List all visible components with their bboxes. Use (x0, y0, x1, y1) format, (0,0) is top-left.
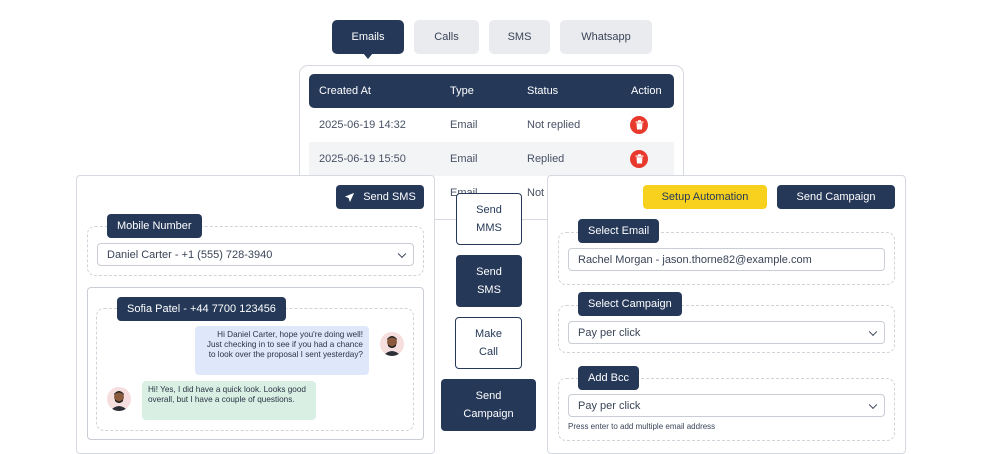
add-bcc-group (558, 378, 895, 441)
select-email-input[interactable]: Rachel Morgan - jason.thorne82@example.c… (568, 248, 885, 271)
table-row: 2025-06-19 14:32 Email Not replied (309, 108, 674, 142)
header-created-at: Created At (319, 85, 371, 97)
tab-calls[interactable]: Calls (414, 20, 479, 54)
select-email-value: Rachel Morgan - jason.thorne82@example.c… (578, 253, 812, 266)
send-sms-button[interactable]: Send SMS (336, 185, 424, 209)
cell-status: Not replied (527, 119, 581, 131)
send-mms-label-2: MMS (476, 222, 502, 234)
select-campaign-group (558, 305, 895, 353)
select-email-label: Select Email (578, 219, 660, 243)
add-bcc-select[interactable]: Pay per click (568, 394, 885, 417)
cell-type: Email (450, 119, 478, 131)
trash-icon[interactable] (630, 116, 648, 134)
bcc-hint: Press enter to add multiple email addres… (568, 422, 716, 431)
table-row: 2025-06-19 15:50 Email Replied (309, 142, 674, 176)
send-sms-label: Send SMS (363, 191, 416, 203)
mobile-number-value: Daniel Carter - +1 (555) 728-3940 (107, 248, 273, 261)
table-header: Created At Type Status Action (309, 74, 674, 108)
message-bubble-outgoing: Hi Daniel Carter, hope you're doing well… (195, 326, 369, 375)
cell-created-at: 2025-06-19 14:32 (319, 119, 406, 131)
select-campaign-value: Pay per click (578, 326, 641, 339)
mobile-number-label: Mobile Number (107, 214, 202, 238)
send-sms-label-1: Send (476, 266, 502, 278)
active-tab-caret (363, 53, 373, 59)
setup-automation-button[interactable]: Setup Automation (643, 185, 767, 209)
chevron-down-icon (397, 249, 407, 258)
add-bcc-label: Add Bcc (578, 366, 639, 390)
cell-type: Email (450, 153, 478, 165)
send-sms-label-2: SMS (477, 284, 501, 296)
tab-emails[interactable]: Emails (332, 20, 404, 54)
chat-contact-label: Sofia Patel - +44 7700 123456 (117, 297, 286, 321)
make-call-label-2: Call (479, 346, 498, 358)
header-status: Status (527, 85, 559, 97)
message-bubble-incoming: Hi! Yes, I did have a quick look. Looks … (142, 381, 316, 420)
send-campaign-button[interactable]: Send Campaign (777, 185, 895, 209)
avatar (380, 332, 404, 356)
make-call-label-1: Make (475, 328, 502, 340)
send-campaign-label-1: Send (475, 390, 502, 402)
select-campaign-label: Select Campaign (578, 292, 682, 316)
chevron-down-icon (868, 400, 878, 409)
send-campaign-label-2: Campaign (463, 408, 514, 420)
cell-status: Replied (527, 153, 565, 165)
cell-created-at: 2025-06-19 15:50 (319, 153, 406, 165)
mobile-number-select[interactable]: Daniel Carter - +1 (555) 728-3940 (97, 243, 414, 266)
header-action: Action (631, 85, 662, 97)
mobile-number-group (87, 226, 424, 276)
tab-whatsapp[interactable]: Whatsapp (560, 20, 652, 54)
select-campaign-select[interactable]: Pay per click (568, 321, 885, 344)
avatar (107, 387, 131, 411)
trash-icon[interactable] (630, 150, 648, 168)
chevron-down-icon (868, 327, 878, 336)
send-icon (345, 192, 355, 202)
send-mms-label-1: Send (476, 204, 502, 216)
tab-sms[interactable]: SMS (489, 20, 550, 54)
header-type: Type (450, 85, 474, 97)
select-email-group (558, 232, 895, 285)
add-bcc-value: Pay per click (578, 399, 641, 412)
cell-status: Not (527, 187, 545, 199)
